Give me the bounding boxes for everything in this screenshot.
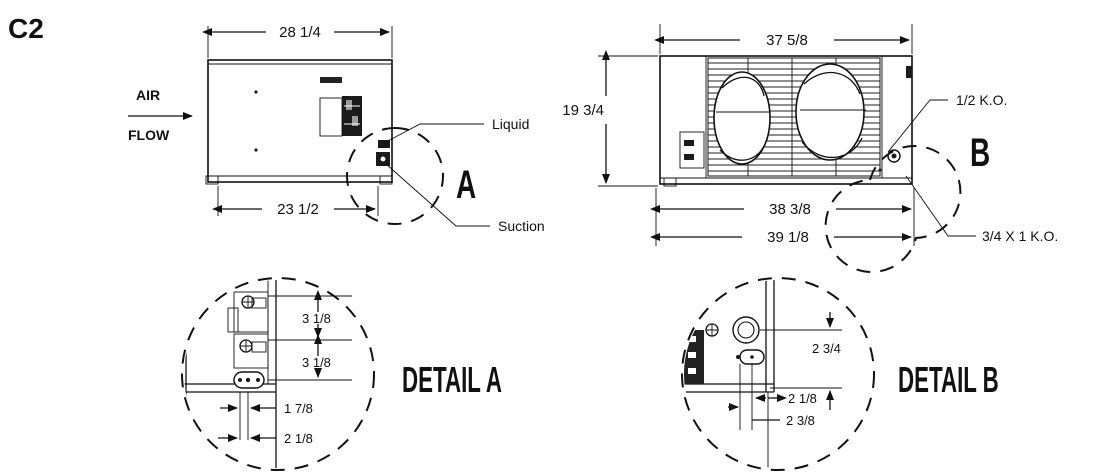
front-view-detail-marker: A (456, 163, 476, 207)
side-view: B 37 5/8 19 3/4 38 3/8 39 1/8 1/2 K.O. 3… (562, 24, 1058, 273)
figure-label: C2 (8, 13, 44, 44)
detail-a-title: DETAIL A (402, 361, 502, 401)
detail-b-dim-vertical: 2 3/4 (812, 341, 841, 356)
detail-a-callout-circle (346, 127, 444, 226)
air-flow-label-line1: AIR (136, 87, 160, 103)
callout-liquid: Liquid (492, 116, 529, 132)
callout-suction: Suction (498, 218, 545, 234)
front-view: A 28 1/4 23 1/2 AIR FLOW Liquid Suction (128, 24, 545, 234)
callout-ko-small: 1/2 K.O. (956, 92, 1007, 108)
detail-a-dim-upper: 3 1/8 (302, 311, 331, 326)
detail-b-callout-circle (824, 145, 962, 273)
detail-b-dim-offset-2: 2 3/8 (786, 413, 815, 428)
side-view-compressor-right (795, 63, 865, 161)
side-view-width-base: 38 3/8 (769, 201, 811, 218)
air-flow-label-line2: FLOW (128, 127, 170, 143)
detail-a-circle (181, 277, 375, 471)
front-view-width-bottom: 23 1/2 (277, 201, 319, 218)
front-view-nameplate (320, 77, 342, 83)
detail-b: 2 3/4 2 1/8 2 3/8 DETAIL B (681, 277, 999, 471)
side-view-width-top: 37 5/8 (766, 32, 808, 49)
callout-ko-large: 3/4 X 1 K.O. (982, 228, 1058, 244)
front-view-width-top: 28 1/4 (279, 24, 321, 41)
detail-a-dim-offset-1: 1 7/8 (284, 401, 313, 416)
side-view-compressor-left (713, 71, 771, 165)
side-view-detail-marker: B (970, 131, 990, 175)
side-view-height: 19 3/4 (562, 102, 604, 119)
detail-a-dim-lower: 3 1/8 (302, 355, 331, 370)
detail-b-title: DETAIL B (898, 361, 999, 401)
detail-a-dim-offset-2: 2 1/8 (284, 431, 313, 446)
detail-a: 3 1/8 3 1/8 1 7/8 2 1/8 DETAIL A (181, 277, 502, 471)
detail-b-circle (681, 277, 875, 471)
front-view-cabinet (207, 59, 393, 183)
side-view-width-overall: 39 1/8 (767, 229, 809, 246)
detail-b-dim-offset-1: 2 1/8 (788, 391, 817, 406)
